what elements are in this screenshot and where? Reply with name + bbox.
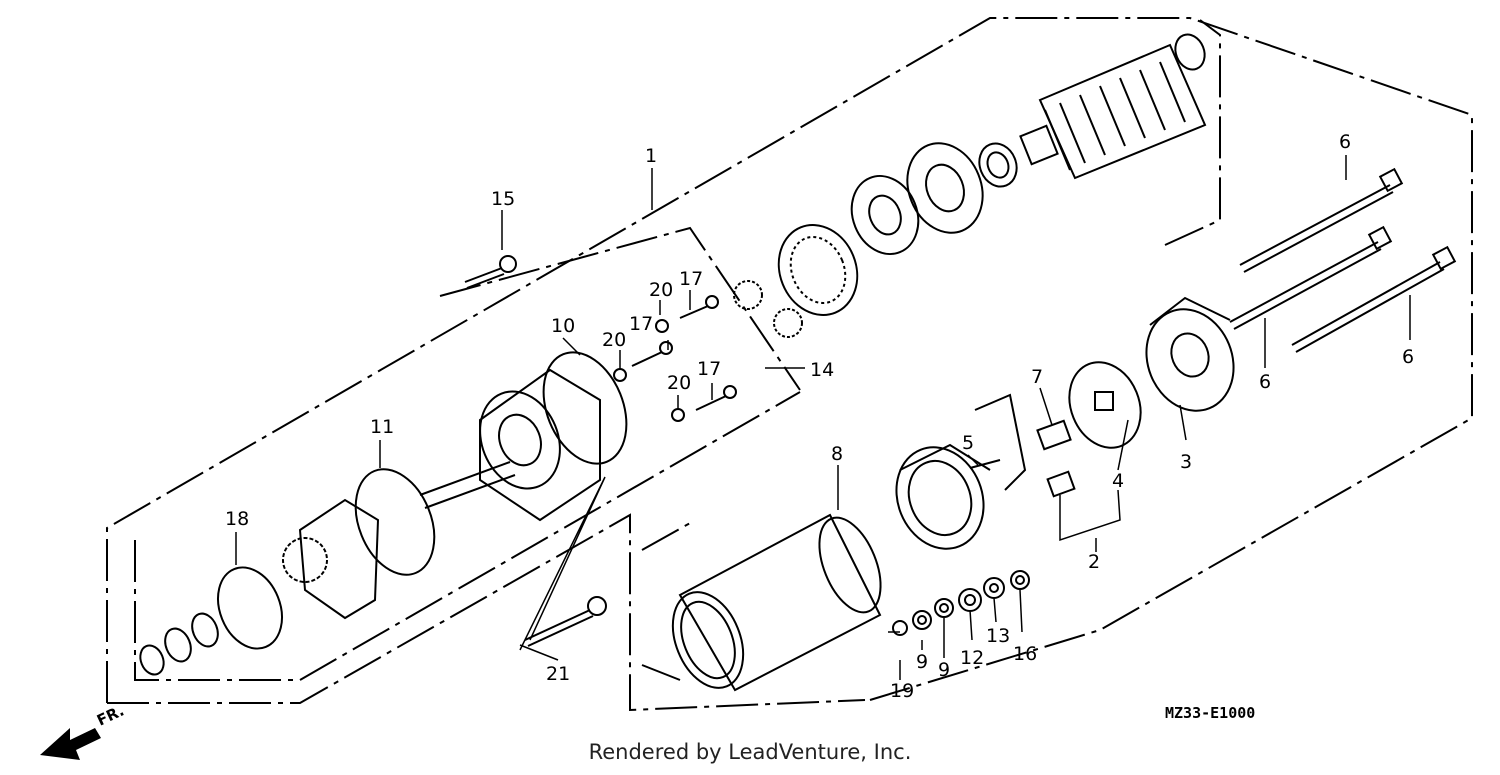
bolt: [524, 596, 607, 647]
brush: [1036, 419, 1072, 451]
callout-10: 10: [551, 315, 575, 337]
callout-labels: 1 2 3 4 5 6 6 6 7 8 9 9 10 11 12 13 14 1…: [225, 131, 1414, 702]
o-ring: [542, 351, 628, 465]
callout-9: 9: [938, 659, 950, 681]
callout-12: 12: [960, 647, 984, 669]
callout-16: 16: [1013, 643, 1037, 665]
callout-20: 20: [667, 372, 691, 394]
callout-6: 6: [1402, 346, 1414, 368]
callout-3: 3: [1180, 451, 1192, 473]
callout-15: 15: [491, 188, 515, 210]
bolt: [679, 295, 719, 319]
assembly-boundary: [106, 17, 1473, 712]
callout-1: 1: [645, 145, 657, 167]
callout-17: 17: [679, 268, 703, 290]
washers-20: [613, 319, 685, 422]
brush-set: [974, 393, 1076, 498]
internal-gear: [777, 224, 859, 316]
callout-2: 2: [1088, 551, 1100, 573]
callout-8: 8: [831, 443, 843, 465]
brush-holder: [1068, 361, 1142, 449]
callout-18: 18: [225, 508, 249, 530]
motor-case: [671, 513, 882, 692]
insulator-washer: [850, 175, 920, 255]
collars: [139, 612, 219, 676]
bolt: [631, 341, 673, 367]
terminal-bolt: [969, 459, 1001, 469]
o-ring: [217, 566, 283, 650]
callout-17: 17: [697, 358, 721, 380]
callout-20: 20: [602, 329, 626, 351]
armature: [1019, 33, 1207, 180]
o-ring: [354, 468, 436, 576]
drawing-code: MZ33-E1000: [1165, 704, 1255, 722]
pinion-housing: [282, 498, 380, 620]
callout-14: 14: [810, 359, 834, 381]
plate-ring: [906, 142, 984, 234]
footer-credit: Rendered by LeadVenture, Inc.: [588, 740, 912, 764]
thrust-washer: [978, 142, 1018, 188]
front-direction-arrow: [40, 728, 101, 760]
long-bolt: [1239, 167, 1404, 273]
long-bolt: [1229, 225, 1393, 330]
callout-11: 11: [370, 416, 394, 438]
front-housing: [479, 368, 601, 522]
callout-17: 17: [629, 313, 653, 335]
output-shaft: [419, 461, 516, 509]
callout-5: 5: [962, 432, 974, 454]
bolt: [695, 385, 737, 411]
direction-label: FR.: [94, 702, 127, 730]
rear-cover: [1145, 296, 1235, 412]
small-washers: [892, 570, 1030, 636]
callout-4: 4: [1112, 470, 1124, 492]
callout-21: 21: [546, 663, 570, 685]
leader-lines: [235, 155, 1411, 680]
planetary-gears: [733, 280, 803, 338]
callout-9: 9: [916, 651, 928, 673]
callout-6: 6: [1259, 371, 1271, 393]
long-bolt: [1291, 245, 1457, 353]
callout-20: 20: [649, 279, 673, 301]
callout-7: 7: [1031, 366, 1043, 388]
callout-13: 13: [986, 625, 1010, 647]
yoke-end-housing: [895, 443, 991, 550]
callout-6: 6: [1339, 131, 1351, 153]
callout-19: 19: [890, 680, 914, 702]
bolt: [464, 255, 517, 289]
